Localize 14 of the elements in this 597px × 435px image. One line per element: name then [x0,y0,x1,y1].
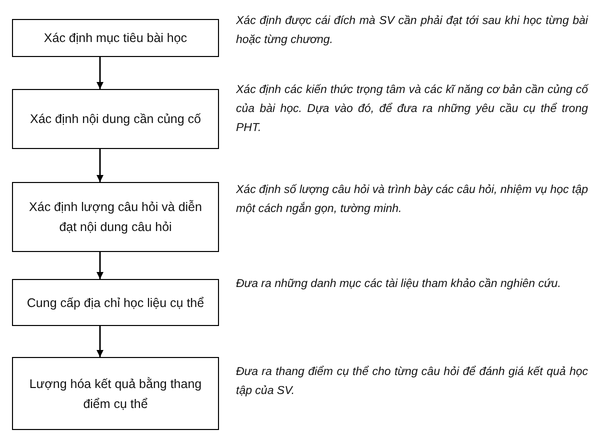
process-box: Xác định nội dung cần củng cố [12,89,219,149]
step-description: Đưa ra những danh mục các tài liệu tham khảo cần nghiên cứu. [236,277,562,292]
process-box: Lượng hóa kết quả bằng thang điểm cụ thể [12,357,219,430]
process-box: Cung cấp địa chỉ học liệu cụ thể [12,279,219,326]
arrow [96,149,104,182]
arrow [96,326,104,357]
arrow [96,252,104,279]
step-description: Xác định số lượng câu hỏi và trình bày các câu hỏi, nhiệm vụ học tập một cách ngắn gọn, tường minh. [236,183,588,217]
step-description: Xác định được cái đích mà SV cần phải đạt tới sau khi học từng bài hoặc từng chương. [236,14,588,48]
step-description: Đưa ra thang điểm cụ thể cho từng câu hỏi để đánh giá kết quả học tập của SV. [236,364,588,399]
step-description: Xác định các kiến thức trọng tâm và các kĩ năng cơ bản cần củng cố của bài học. Dựa vào đó, để đưa ra những yêu cầu cụ thể trong PHT. [236,83,588,136]
process-box: Xác định lượng câu hỏi và diễn đạt nội dung câu hỏi [12,182,219,252]
process-box: Xác định mục tiêu bài học [12,19,219,57]
arrow [96,57,104,89]
